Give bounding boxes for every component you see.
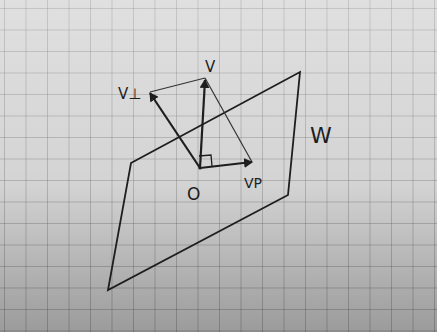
- vector-arrow: [200, 80, 205, 168]
- vector-label: VP: [244, 176, 262, 190]
- right-angle-mark: [199, 155, 212, 166]
- guide-line: [150, 78, 205, 92]
- vector-label: V⊥: [118, 87, 141, 102]
- vector-label: O: [187, 186, 200, 203]
- vector-label: W: [310, 125, 332, 147]
- vector-label: V: [205, 60, 215, 75]
- plane-outline: [108, 72, 300, 290]
- origin-point: [198, 166, 201, 169]
- vector-arrow: [150, 93, 200, 168]
- guide-line: [205, 78, 252, 162]
- vector-arrow: [200, 162, 252, 168]
